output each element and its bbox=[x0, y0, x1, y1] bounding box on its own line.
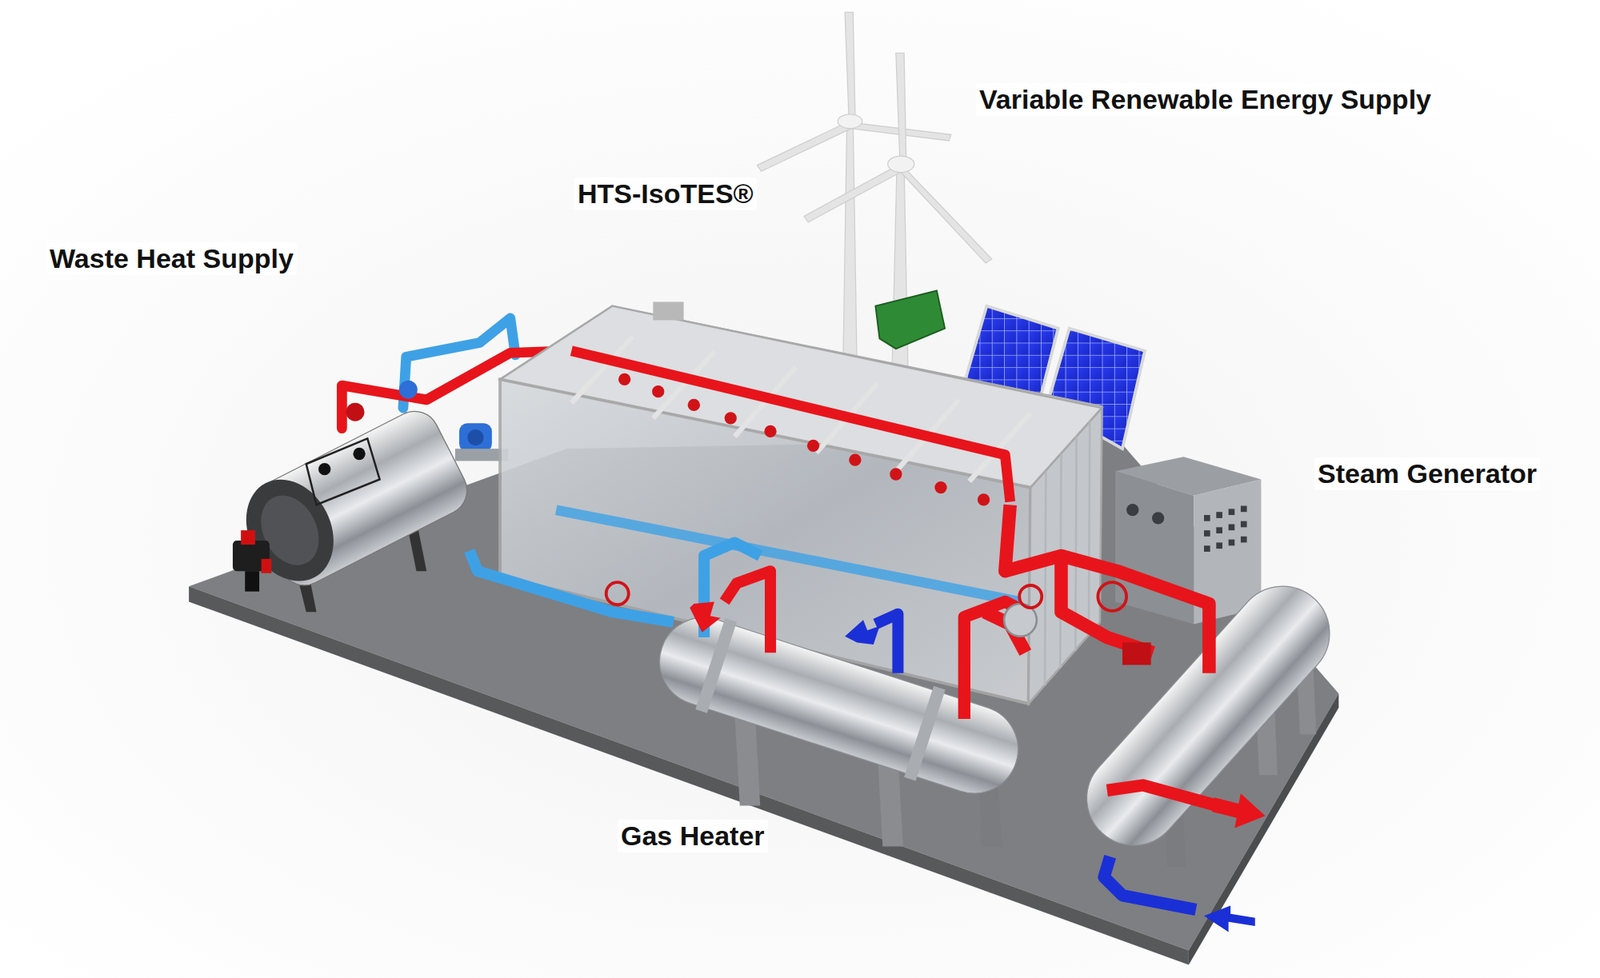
hot-gas-header bbox=[764, 425, 776, 438]
wind-turbine bbox=[900, 165, 992, 264]
steam-pipes bbox=[1060, 556, 1153, 653]
gas-heater-pipes bbox=[469, 542, 1026, 720]
gas-heater-pipes bbox=[606, 582, 629, 605]
hot-gas-header bbox=[618, 373, 631, 386]
circulation-fan bbox=[459, 423, 492, 452]
storage-container bbox=[500, 301, 1102, 704]
control-cabinet bbox=[1240, 506, 1248, 513]
control-cabinet bbox=[1228, 524, 1236, 531]
control-cabinet bbox=[1240, 521, 1248, 528]
control-cabinet bbox=[1152, 512, 1164, 524]
wind-turbine bbox=[837, 114, 863, 129]
control-cabinet bbox=[1216, 542, 1223, 549]
steam-pipes bbox=[1107, 785, 1225, 808]
waste-heat-boiler bbox=[408, 530, 427, 572]
hot-gas-header bbox=[889, 468, 902, 480]
flow-arrow bbox=[1204, 793, 1266, 932]
hot-gas-header bbox=[934, 481, 947, 494]
gas-heater-pipes bbox=[875, 614, 898, 674]
waste-heat-boiler bbox=[229, 464, 351, 596]
storage-container bbox=[652, 301, 684, 320]
control-cabinet bbox=[1228, 508, 1236, 516]
control-cabinet bbox=[1126, 504, 1139, 516]
control-cabinet bbox=[1204, 530, 1211, 537]
control-cabinet bbox=[1126, 504, 1247, 552]
storage-container bbox=[1088, 421, 1090, 636]
component-label: Waste Heat Supply bbox=[46, 242, 297, 276]
waste-heat-boiler bbox=[261, 559, 272, 574]
gas-heater bbox=[904, 686, 946, 782]
flow-arrow bbox=[689, 601, 720, 632]
waste-heat-boiler bbox=[352, 448, 365, 460]
steam-pipes bbox=[1097, 582, 1127, 612]
wind-turbine bbox=[756, 12, 992, 380]
wind-turbine bbox=[896, 52, 907, 164]
gas-heater bbox=[979, 785, 1002, 848]
control-cabinet bbox=[1228, 540, 1236, 547]
storage-container bbox=[1044, 471, 1046, 686]
circulation-fan bbox=[467, 429, 484, 446]
control-cabinet bbox=[1216, 512, 1223, 519]
gas-heater bbox=[647, 602, 1032, 847]
boiler-pipes bbox=[399, 380, 418, 400]
hot-gas-header bbox=[848, 454, 861, 467]
wind-turbine bbox=[756, 122, 851, 172]
steam-pipes bbox=[1104, 856, 1196, 910]
wind-turbine bbox=[844, 12, 856, 120]
flow-arrow bbox=[1212, 793, 1265, 828]
hot-gas-header bbox=[688, 399, 700, 412]
wind-turbine bbox=[888, 156, 915, 172]
hot-gas-header bbox=[724, 412, 737, 424]
control-cabinet bbox=[1240, 536, 1248, 544]
control-cabinet bbox=[1204, 515, 1211, 522]
gas-heater bbox=[734, 714, 760, 807]
hot-gas-header bbox=[807, 440, 820, 452]
steam-pipes bbox=[984, 504, 1225, 910]
gas-heater-pipes bbox=[724, 571, 771, 653]
hot-gas-header bbox=[571, 351, 1010, 503]
waste-heat-boiler bbox=[240, 530, 256, 545]
control-cabinet bbox=[1204, 545, 1211, 552]
waste-heat-boiler bbox=[244, 571, 260, 592]
hot-gas-header bbox=[571, 351, 1010, 507]
steam-pipes bbox=[1019, 585, 1042, 608]
hot-gas-header bbox=[618, 373, 990, 507]
wind-turbine bbox=[804, 165, 902, 223]
waste-heat-boiler bbox=[306, 438, 380, 505]
steam-pipes bbox=[1122, 642, 1152, 665]
control-cabinet bbox=[1216, 527, 1223, 534]
gas-heater-pipes bbox=[469, 551, 674, 623]
flow-arrow bbox=[844, 620, 880, 645]
component-label: Gas Heater bbox=[617, 820, 768, 853]
boiler-pipes bbox=[345, 403, 364, 422]
component-label: Steam Generator bbox=[1314, 457, 1540, 491]
waste-heat-boiler bbox=[249, 485, 331, 576]
hot-gas-header bbox=[977, 493, 990, 506]
flow-arrow bbox=[689, 601, 880, 645]
waste-heat-boiler bbox=[229, 403, 476, 612]
waste-heat-boiler bbox=[318, 463, 331, 476]
component-label: HTS-IsoTES® bbox=[574, 177, 757, 211]
steam-pipes bbox=[1004, 504, 1209, 673]
flow-arrow bbox=[1204, 905, 1256, 932]
wind-nacelle-hood bbox=[875, 290, 945, 349]
component-label: Variable Renewable Energy Supply bbox=[976, 83, 1435, 116]
storage-container bbox=[571, 336, 633, 404]
hot-gas-header bbox=[652, 385, 664, 398]
wind-turbine bbox=[843, 120, 858, 380]
